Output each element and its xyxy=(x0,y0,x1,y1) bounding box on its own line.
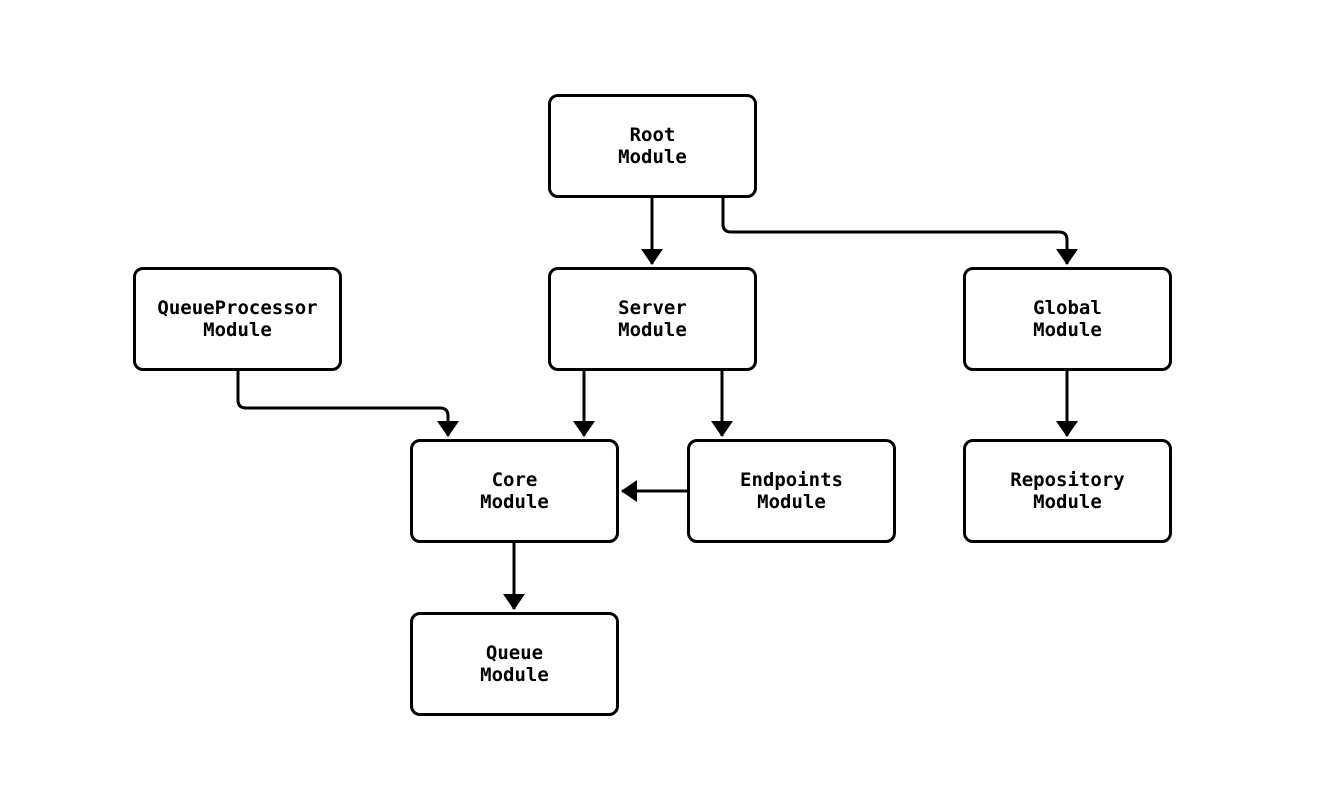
node-label-line: Module xyxy=(757,491,826,513)
node-label-line: Module xyxy=(1033,491,1102,513)
node-label-line: Core xyxy=(491,469,538,491)
node-label-line: Server xyxy=(618,297,687,319)
node-label-line: Module xyxy=(618,146,687,168)
edge-queueprocessor-module-to-core-module xyxy=(236,371,459,437)
node-label-line: Module xyxy=(1033,319,1102,341)
node-label-line: Module xyxy=(480,491,549,513)
node-label-line: Module xyxy=(203,319,272,341)
node-label-line: Root xyxy=(629,124,676,146)
node-label-line: Queue xyxy=(485,642,544,664)
node-label-line: QueueProcessor xyxy=(157,297,318,319)
node-label-line: Repository xyxy=(1010,469,1125,491)
node-label-line: Global xyxy=(1033,297,1102,319)
node-label-line: Module xyxy=(618,319,687,341)
node-label-line: Endpoints xyxy=(740,469,843,491)
node-label-line: Module xyxy=(480,664,549,686)
edge-root-module-to-global-module xyxy=(721,198,1078,265)
